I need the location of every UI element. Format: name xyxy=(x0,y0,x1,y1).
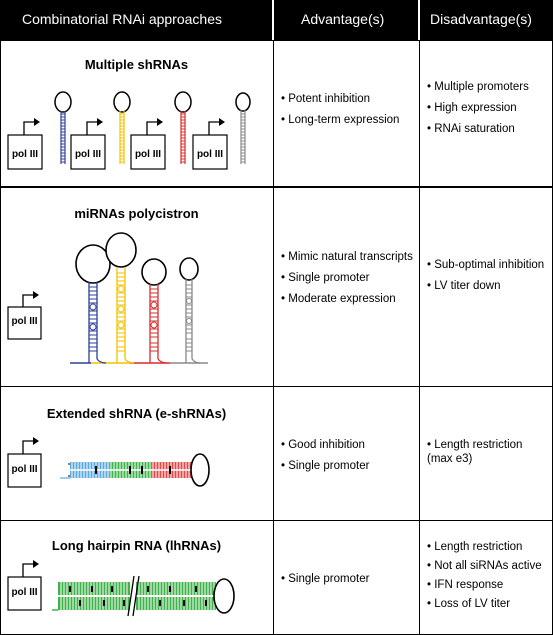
promoter-label: pol III xyxy=(11,316,38,327)
list-item: Single promoter xyxy=(281,572,369,586)
mirna-hairpin xyxy=(105,232,137,364)
promoter-label: pol III xyxy=(196,149,224,160)
list-item: Loss of LV titer xyxy=(427,597,542,611)
header-divider xyxy=(418,0,420,40)
list-item: Single promoter xyxy=(281,459,369,473)
approach-title: Long hairpin RNA (lhRNAs) xyxy=(51,538,222,553)
promoter-label: pol III xyxy=(11,149,39,160)
list-item: RNAi saturation xyxy=(427,122,529,136)
promoter-label: pol III xyxy=(11,587,38,598)
promoter-label: pol III xyxy=(11,464,38,475)
table-row-extended-shrna: Extended shRNA (e-shRNAs) pol III Good i… xyxy=(0,386,553,521)
mirna-hairpin xyxy=(179,257,201,364)
mirna-hairpin xyxy=(141,258,168,364)
list-item: Sub-optimal inhibition xyxy=(427,258,544,272)
list-item: Not all siRNAs active xyxy=(427,559,541,573)
list-item-continuation: (max e3) xyxy=(427,453,473,465)
shrna-unit xyxy=(7,91,72,170)
advantages-list: Potent inhibition Long-term expression xyxy=(281,92,399,134)
disadvantage-cell xyxy=(419,386,553,521)
mirnas-polycistron-diagram xyxy=(7,232,208,364)
list-item: High expression xyxy=(427,101,529,115)
shrna-unit xyxy=(130,91,192,170)
list-item: Mimic natural transcripts xyxy=(281,250,413,264)
list-item: IFN response xyxy=(427,578,542,592)
header-disadvantages: Disadvantage(s) xyxy=(430,11,532,27)
header-advantages: Advantage(s) xyxy=(301,11,385,27)
multiple-shrnas-diagram xyxy=(7,91,251,170)
approach-cell xyxy=(0,520,274,635)
list-item: Long-term expression xyxy=(281,113,399,127)
advantages-list: Mimic natural transcripts Single promote… xyxy=(281,250,413,313)
approach-title: Multiple shRNAs xyxy=(84,57,189,72)
advantage-cell xyxy=(273,386,420,521)
list-item: Potent inhibition xyxy=(281,92,399,106)
header-approaches: Combinatorial RNAi approaches xyxy=(22,11,222,27)
table-header: Combinatorial RNAi approaches Advantage(… xyxy=(0,0,553,40)
advantages-list: Good inhibition Single promoter xyxy=(281,438,369,480)
extended-shrna-diagram xyxy=(7,437,210,488)
table-row-long-hairpin-rna: Long hairpin RNA (lhRNAs) pol III Single… xyxy=(0,520,553,635)
list-item: Length restriction xyxy=(427,540,542,554)
shrna-unit xyxy=(192,92,251,170)
promoter-label: pol III xyxy=(74,149,102,160)
approach-title: Extended shRNA (e-shRNAs) xyxy=(46,406,227,421)
approach-cell xyxy=(0,187,274,387)
promoter-label: pol III xyxy=(134,149,162,160)
approach-cell xyxy=(0,386,274,521)
advantages-list: Single promoter xyxy=(281,572,369,593)
list-item: Good inhibition xyxy=(281,438,369,452)
list-item: Multiple promoters xyxy=(427,80,529,94)
list-item: Moderate expression xyxy=(281,292,413,306)
disadvantages-list: Length restriction Not all siRNAs active… xyxy=(427,540,542,616)
disadvantages-list: • Length restriction (max e3) xyxy=(427,438,522,466)
table-row-multiple-shrnas: Multiple shRNAs xyxy=(0,40,553,187)
list-item: LV titer down xyxy=(427,279,544,293)
disadvantages-list: Sub-optimal inhibition LV titer down xyxy=(427,258,544,300)
header-divider xyxy=(272,0,274,40)
approach-title: miRNAs polycistron xyxy=(74,206,199,221)
shrna-unit xyxy=(70,91,131,170)
disadvantages-list: Multiple promoters High expression RNAi … xyxy=(427,80,529,143)
list-item: Single promoter xyxy=(281,271,413,285)
long-hairpin-rna-diagram xyxy=(7,560,235,617)
advantage-cell xyxy=(273,187,420,387)
mirna-hairpin xyxy=(75,244,111,364)
table-row-mirnas-polycistron: miRNAs polycistron xyxy=(0,187,553,387)
list-item: • Length restriction xyxy=(427,439,523,451)
